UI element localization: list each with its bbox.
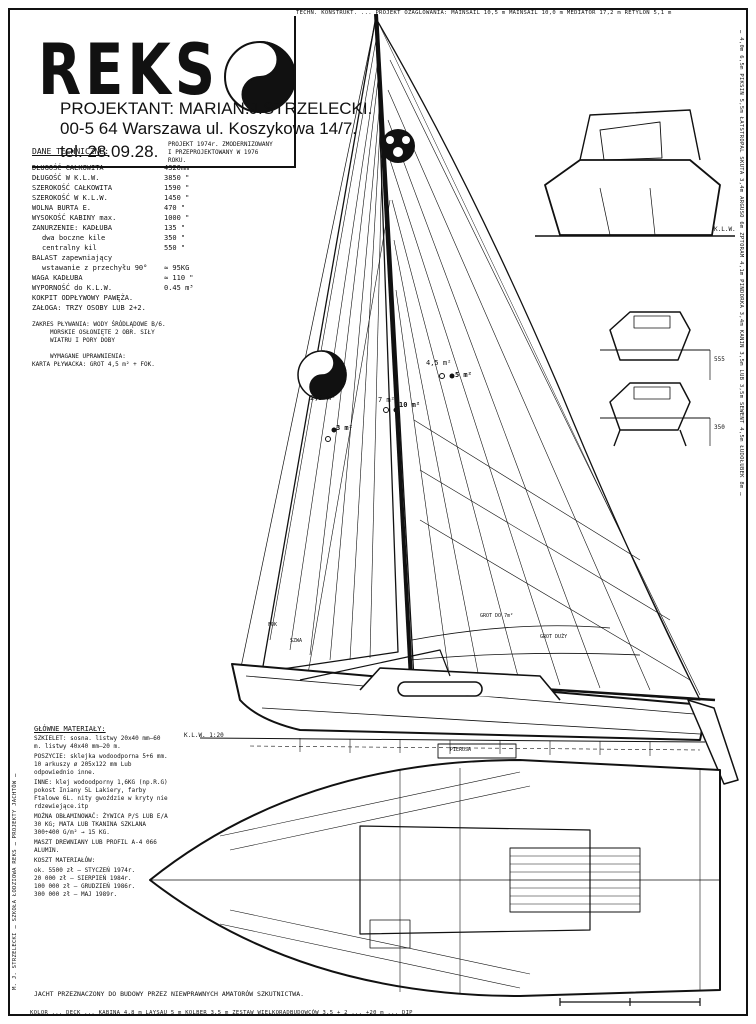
dimension-label: 555 xyxy=(714,356,725,363)
sailing-area: ZAKRES PŁYWANIA: WODY ŚRÓDLĄDOWE B/6. MO… xyxy=(32,321,166,344)
jib-label: SZWA xyxy=(290,638,303,644)
left-strip: M. J. STRZELECKI … SZKOŁA ŁODZIOWA REKS … xyxy=(12,773,18,990)
yin-yang-logo xyxy=(224,41,296,114)
sail-area-label: 7 m² xyxy=(378,396,395,404)
cost-line: 300 000 zł — MAJ 1989r. xyxy=(34,891,118,898)
spec-row: SZEROKOŚĆ W K.L.W.1450 " xyxy=(32,194,190,202)
address-line: 00-5 64 Warszawa ul. Koszykowa 14/7. xyxy=(60,119,358,138)
front-view-1 xyxy=(609,311,691,361)
waterline-label-side: K.L.W. xyxy=(714,226,736,233)
spec-row: wstawanie z przechyłu 90°≈ 95KG xyxy=(42,264,190,272)
top-strip: TECHN. KONSTRUKT. ... PROJEKT OŻAGLOWANI… xyxy=(296,10,672,16)
front-view-2 xyxy=(609,382,691,431)
spec-row: WOLNA BURTA E.470 " xyxy=(32,204,186,212)
sail-area-label: 2,5 m² xyxy=(310,394,336,402)
mainsail xyxy=(377,21,701,701)
spec-row: WAGA KADŁUBA≈ 110 " xyxy=(32,274,194,282)
cost-heading: KOSZT MATERIAŁÓW: xyxy=(34,857,96,864)
cabin-window xyxy=(397,681,483,697)
title-block xyxy=(32,16,296,168)
designer-line: PROJEKTANT: MARIAN.J.STRZELECKI. xyxy=(60,99,373,118)
bottom-strip: KOLOR ... DECK ... KABINA 4,8 m LAYSAU 5… xyxy=(30,1010,413,1016)
sail-emblem xyxy=(297,350,347,400)
sail-area-label: 5 m² xyxy=(455,371,472,379)
rudder xyxy=(687,699,739,785)
license: WYMAGANE UPRAWNIENIA: KARTA PŁYWACKA: GR… xyxy=(32,353,155,368)
spec-row: WYSOKOŚĆ KABINY max.1000 " xyxy=(32,214,190,222)
waterline-label: K.L.W. 1:20 xyxy=(184,732,224,739)
materials-heading: GŁÓWNE MATERIAŁY: xyxy=(34,725,106,733)
spec-row: DŁUGOŚĆ W K.L.W.3850 " xyxy=(32,174,190,182)
keel-label: PIERUSA xyxy=(450,747,472,753)
reef-label: GROT DO 7m² xyxy=(480,613,514,619)
cost-line: 100 000 zł — GRUDZIEŃ 1986r. xyxy=(34,883,136,890)
reef-label: GROT DUŻY xyxy=(540,634,568,640)
sheet-frame xyxy=(8,8,748,1016)
technical-data-heading: DANE TECHNICZNE: xyxy=(32,147,110,156)
sail-area-label: 10 m² xyxy=(399,401,421,409)
phone-line: tel. 28.09.28. xyxy=(60,142,159,161)
mast xyxy=(374,13,413,681)
ballast-line: BALAST zapewniający xyxy=(32,254,113,262)
cost-line: 20 000 zł — SIERPIEŃ 1984r. xyxy=(34,875,132,882)
hull-plan xyxy=(149,759,721,997)
purpose-note: JACHT PRZEZNACZONY DO BUDOWY PRZEZ NIEWP… xyxy=(34,990,305,998)
right-strip: … 4,0m 6,5m PIKSIN 5,5m ŁATSTROPAL SKUTA… xyxy=(738,30,744,496)
cabin xyxy=(359,667,561,701)
sail-area-label: 3 m² xyxy=(336,424,353,432)
boat-perspective xyxy=(544,159,721,236)
waterline xyxy=(199,737,706,743)
dimension-label: 350 xyxy=(714,424,725,431)
cost-line: ok. 5500 zł — STYCZEŃ 1974r. xyxy=(34,867,136,874)
jib-sail xyxy=(261,15,399,673)
crew-line: ZAŁOGA: TRZY OSOBY LUB 2+2. xyxy=(32,304,146,312)
project-note: PROJEKT 1974r. ZMODERNIZOWANY I PRZEPROJ… xyxy=(168,141,273,164)
spec-row: WYPORNOŚĆ do K.L.W.0.45 m³ xyxy=(32,284,194,292)
sail-area-label: 4,5 m² xyxy=(426,359,452,367)
yacht-name: REKS xyxy=(38,30,220,112)
sail-insignia xyxy=(381,129,415,163)
materials-list: GŁÓWNE MATERIAŁY: SZKIELET: sosna. listw… xyxy=(34,725,168,898)
jib-label: FOK xyxy=(268,622,278,628)
cockpit-line: KOKPIT ODPŁYWOWY PAWĘŻA. xyxy=(32,294,134,302)
